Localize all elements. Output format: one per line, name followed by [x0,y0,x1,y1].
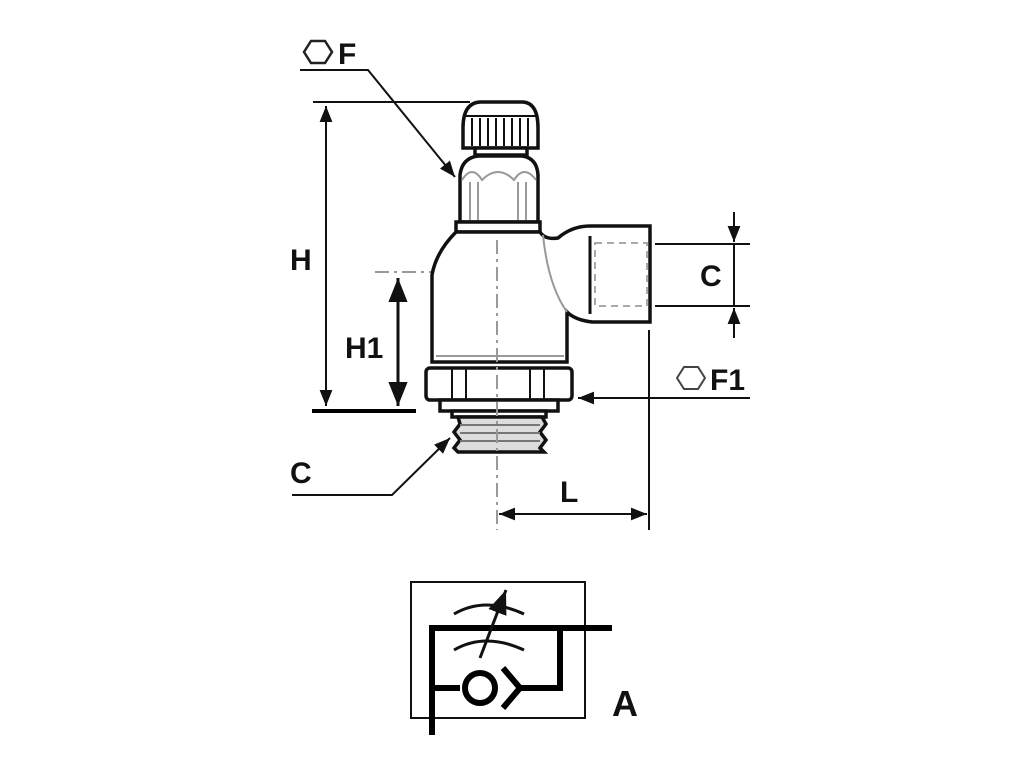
dimension-c-port: C [655,212,750,338]
hex-f-callout: F [300,38,456,178]
dimension-h: H [290,101,470,413]
label-h1: H1 [345,332,383,365]
thread-c-callout: C [290,437,451,496]
hex-f1-callout: F1 [578,364,750,405]
label-hex-f: F [338,38,356,71]
label-hex-f1: F1 [710,364,745,397]
pneumatic-symbol: A [410,581,638,735]
fitting-body [424,100,652,530]
hexagon-icon [302,39,334,65]
label-l: L [560,476,578,509]
label-h: H [290,244,312,277]
dimension-l: L [499,330,650,530]
label-symbol-a: A [612,683,638,724]
label-c-port: C [700,260,722,293]
hexagon-icon [675,366,707,390]
label-c-thread: C [290,457,312,490]
